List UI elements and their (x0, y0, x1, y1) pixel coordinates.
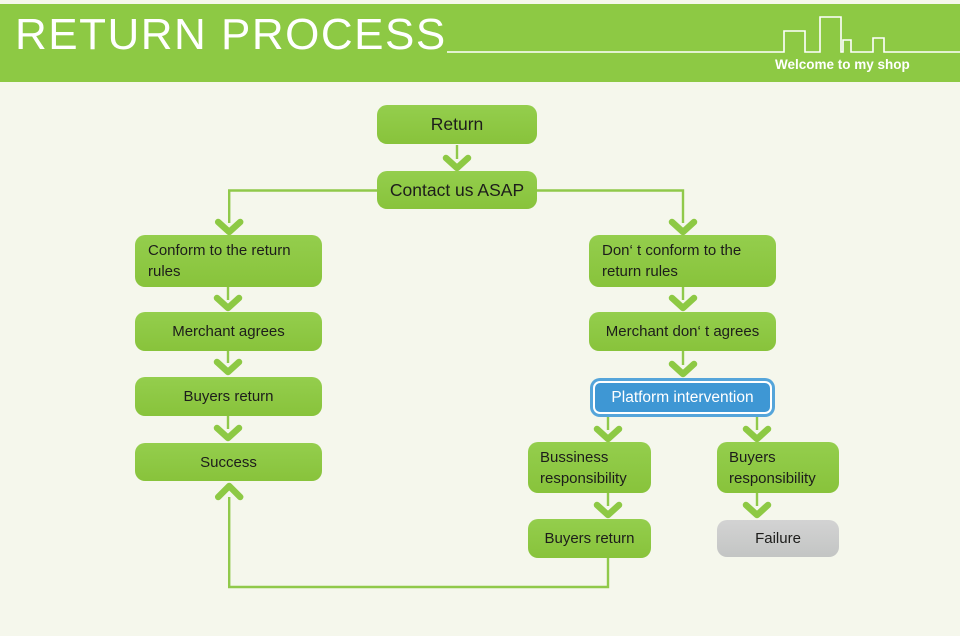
page-title: RETURN PROCESS (15, 10, 447, 59)
node-merchant-dont-agrees: Merchant don‘ t agrees (589, 312, 776, 351)
node-conform-to-return-rules: Conform to the return rules (135, 235, 322, 287)
node-buyers-return-right: Buyers return (528, 519, 651, 558)
node-return: Return (377, 105, 537, 144)
connector-lines (226, 145, 759, 589)
header-banner: RETURN PROCESS Welcome to my shop (0, 4, 960, 82)
node-buyers-return-left: Buyers return (135, 377, 322, 416)
node-merchant-agrees: Merchant agrees (135, 312, 322, 351)
node-business-responsibility: Bussiness responsibility (528, 442, 651, 493)
node-buyers-responsibility: Buyers responsibility (717, 442, 839, 493)
node-success: Success (135, 443, 322, 481)
node-contact-us-asap: Contact us ASAP (377, 171, 537, 209)
city-skyline-icon (447, 16, 960, 53)
node-dont-conform-to-return-rules: Don‘ t conform to the return rules (589, 235, 776, 287)
node-platform-intervention-highlighted: Platform intervention (593, 381, 772, 414)
arrowhead-chevrons (213, 154, 772, 519)
node-failure: Failure (717, 520, 839, 557)
header-tagline: Welcome to my shop (775, 57, 910, 72)
